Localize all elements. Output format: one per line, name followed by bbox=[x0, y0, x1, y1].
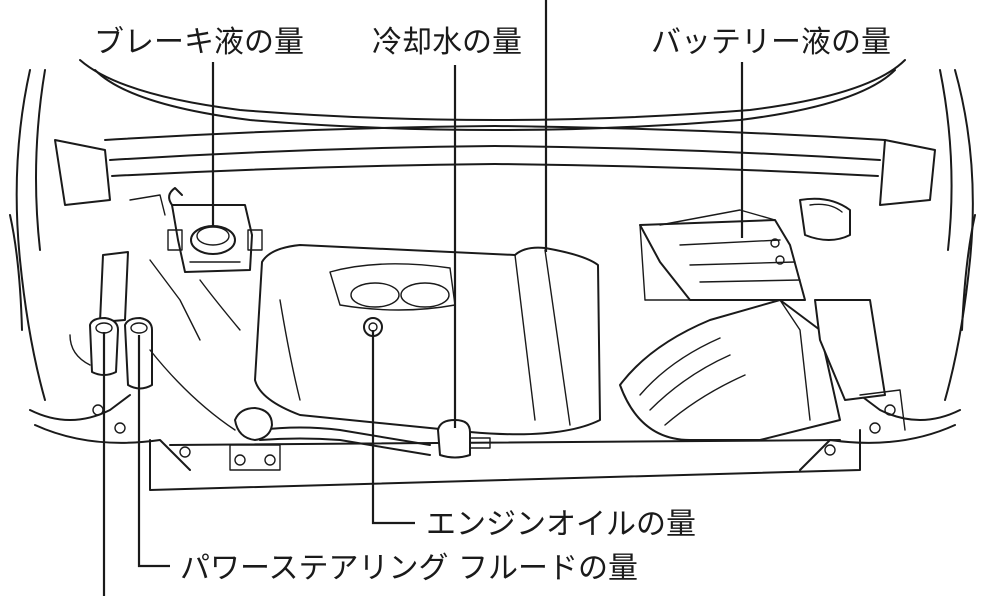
air-intake-duct bbox=[619, 299, 886, 441]
power-steering-reservoir bbox=[69, 251, 236, 431]
left-details bbox=[129, 194, 241, 341]
right-bracket bbox=[799, 197, 906, 431]
leader-power-steering bbox=[137, 335, 170, 568]
brake-fluid-reservoir bbox=[167, 187, 263, 273]
leader-lines bbox=[102, 0, 744, 596]
leader-engine-oil bbox=[371, 330, 415, 525]
label-power-steering: パワーステアリング フルードの量 bbox=[180, 551, 638, 586]
right-fender bbox=[799, 69, 976, 471]
label-coolant: 冷却水の量 bbox=[372, 25, 522, 60]
coolant-cap bbox=[437, 419, 491, 459]
label-battery-fluid: バッテリー液の量 bbox=[651, 25, 891, 60]
radiator-pipe bbox=[229, 407, 431, 471]
engine-cover bbox=[254, 244, 601, 436]
label-brake-fluid: ブレーキ液の量 bbox=[94, 25, 304, 60]
label-engine-oil: エンジンオイルの量 bbox=[426, 507, 696, 542]
left-fender bbox=[9, 69, 191, 471]
battery bbox=[639, 209, 806, 301]
hood bbox=[79, 59, 906, 177]
